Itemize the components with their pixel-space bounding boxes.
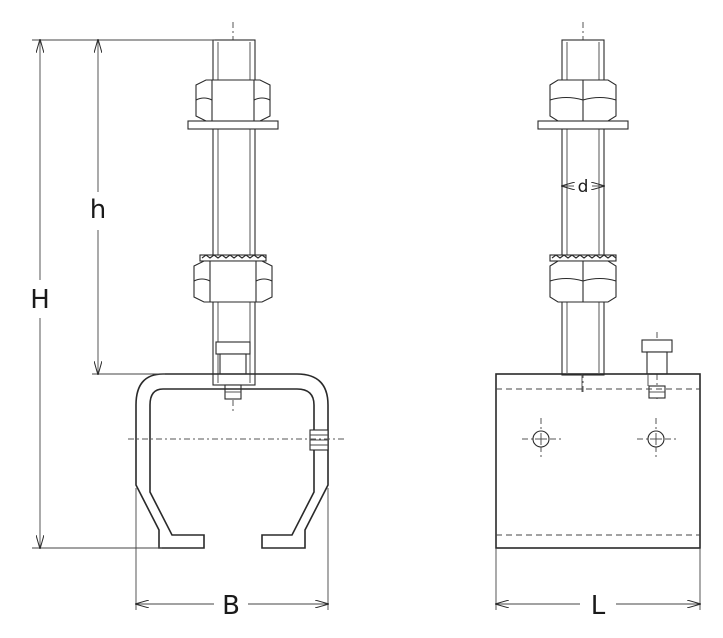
top-washer	[187, 120, 279, 130]
label-h: h	[90, 195, 106, 225]
dimension-h: h	[90, 40, 165, 374]
side-bracket-bolt	[641, 332, 673, 400]
label-d: d	[578, 177, 589, 197]
dimension-H: H	[30, 40, 215, 548]
side-hole-left	[522, 418, 562, 460]
dimension-L: L	[496, 548, 700, 621]
side-middle-nut	[549, 254, 617, 303]
side-top-washer	[537, 120, 629, 130]
c-channel-bracket	[135, 373, 329, 549]
side-hole-right	[637, 418, 677, 460]
side-view: d	[496, 22, 700, 621]
side-bracket-body	[495, 373, 701, 549]
side-top-nut	[549, 79, 617, 122]
dimension-d: d	[562, 177, 604, 197]
top-nut	[195, 79, 271, 122]
middle-nut	[193, 254, 273, 303]
label-B: B	[222, 591, 240, 621]
bracket-bolt	[215, 341, 251, 400]
label-H: H	[30, 285, 50, 315]
label-L: L	[591, 591, 606, 621]
dimension-B: B	[136, 488, 328, 621]
front-view: H h B	[30, 22, 345, 621]
